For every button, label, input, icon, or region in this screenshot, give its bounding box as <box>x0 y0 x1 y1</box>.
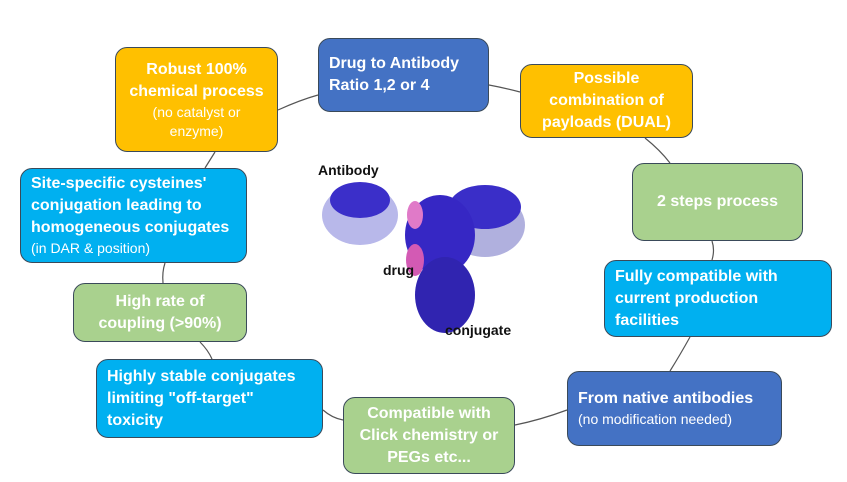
box-subtitle: (no catalyst or enzyme) <box>152 103 241 139</box>
box-title: Fully compatible with current production… <box>615 267 778 329</box>
box-title: High rate of coupling (>90%) <box>98 292 222 332</box>
drug-label: drug <box>383 262 415 278</box>
box-native-antibodies: From native antibodies (no modification n… <box>567 371 782 446</box>
box-title: Robust 100% chemical process <box>129 60 264 100</box>
box-stable-conjugates: Highly stable conjugates limiting "off-t… <box>96 359 323 438</box>
box-title: Site-specific cysteines' conjugation lea… <box>31 175 230 236</box>
antibody-label: Antibody <box>318 162 379 178</box>
box-subtitle: (in DAR & position) <box>31 240 151 256</box>
conjugate-label: conjugate <box>445 322 512 338</box>
box-subtitle: (no modification needed) <box>578 411 733 427</box>
box-title: Highly stable conjugates limiting "off-t… <box>107 367 296 429</box>
box-title: Drug to Antibody Ratio 1,2 or 4 <box>329 55 460 94</box>
box-dual-payloads: Possible combination of payloads (DUAL) <box>520 64 693 138</box>
antibody-conjugate-image <box>322 182 525 333</box>
box-two-steps: 2 steps process <box>632 163 803 241</box>
box-title: Compatible with Click chemistry or PEGs … <box>359 404 499 466</box>
box-dar-ratio: Drug to Antibody Ratio 1,2 or 4 <box>318 38 489 112</box>
box-high-coupling: High rate of coupling (>90%) <box>73 283 247 342</box>
box-title: Possible combination of payloads (DUAL) <box>542 70 671 131</box>
box-title: From native antibodies <box>578 390 754 407</box>
box-title: 2 steps process <box>657 193 778 210</box>
box-site-specific: Site-specific cysteines' conjugation lea… <box>20 168 247 263</box>
box-click-chemistry: Compatible with Click chemistry or PEGs … <box>343 397 515 474</box>
box-robust-process: Robust 100% chemical process(no catalyst… <box>115 47 278 152</box>
box-production-compatible: Fully compatible with current production… <box>604 260 832 337</box>
